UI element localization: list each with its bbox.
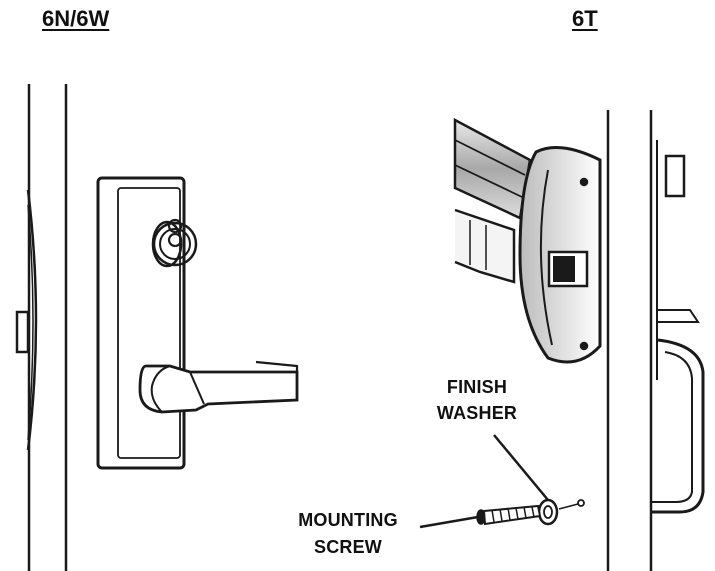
latch-block <box>15 310 30 354</box>
right-assembly-6t <box>419 110 705 571</box>
escutcheon-inner <box>117 187 181 459</box>
label-finish: FINISH <box>446 377 508 397</box>
key-cylinder <box>151 218 198 268</box>
label-screw: SCREW <box>314 537 382 557</box>
exit-device-curve <box>26 189 38 451</box>
finish-washer-leader <box>493 434 549 501</box>
mounting-screw-leader <box>419 515 479 529</box>
left-assembly-6n6w <box>15 84 299 571</box>
label-mounting: MOUNTING <box>298 510 398 530</box>
title-6n6w: 6N/6W <box>42 6 110 31</box>
mounting-screw <box>476 504 542 526</box>
label-finish-washer: FINISH WASHER <box>422 377 532 424</box>
escutcheon-plate <box>96 176 186 470</box>
pull-handle <box>650 338 705 514</box>
device-end-cap <box>518 146 602 364</box>
lever-handle <box>138 360 299 414</box>
strike-block <box>664 154 686 198</box>
title-6t: 6T <box>572 6 598 31</box>
finish-washer <box>537 498 585 526</box>
label-washer: WASHER <box>436 403 518 423</box>
label-mounting-screw: MOUNTING SCREW <box>282 510 414 558</box>
